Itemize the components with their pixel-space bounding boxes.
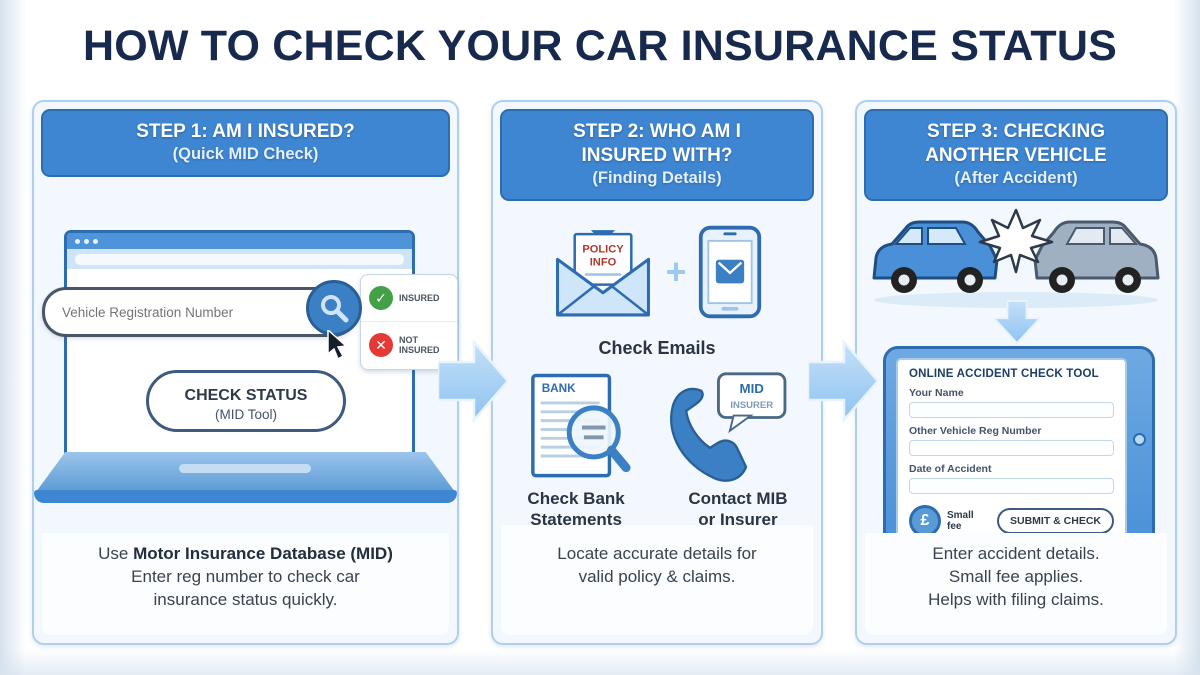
step2-header-title: STEP 2: WHO AM I xyxy=(573,121,741,142)
step1-caption: Use Motor Insurance Database (MID) Enter… xyxy=(42,533,449,635)
step2-header: STEP 2: WHO AM I INSURED WITH? (Finding … xyxy=(500,109,814,201)
car-crash-icon xyxy=(872,208,1160,308)
tablet-device: ONLINE ACCIDENT CHECK TOOL Your Name Oth… xyxy=(883,346,1155,550)
window-dot-icon xyxy=(93,238,98,244)
step2-caption: Locate accurate details for valid policy… xyxy=(501,525,813,635)
page-title: HOW TO CHECK YOUR CAR INSURANCE STATUS xyxy=(82,22,1118,70)
cursor-icon xyxy=(326,328,354,365)
not-insured-label: NOT INSURED xyxy=(399,334,440,355)
browser-titlebar xyxy=(67,233,412,249)
caption-line3: insurance status quickly. xyxy=(153,589,338,609)
flow-arrow-icon xyxy=(438,338,508,424)
field-label-date: Date of Accident xyxy=(909,463,992,475)
down-arrow-icon xyxy=(994,300,1040,344)
flow-arrow-icon xyxy=(808,338,878,424)
laptop-notch xyxy=(179,464,311,473)
step3-header-subtitle: (After Accident) xyxy=(954,168,1078,187)
check-status-label: CHECK STATUS xyxy=(184,387,308,404)
step3-header: STEP 3: CHECKING ANOTHER VEHICLE (After … xyxy=(864,109,1168,201)
tablet-side-button[interactable] xyxy=(1133,433,1146,446)
your-name-input[interactable] xyxy=(909,402,1114,418)
contact-phone-icon: MID INSURER xyxy=(670,372,787,482)
check-emails-label: Check Emails xyxy=(598,338,716,358)
contact-mib-label: Contact MIB or Insurer xyxy=(688,489,788,530)
plus-icon: + xyxy=(665,251,687,292)
field-label-your-name: Your Name xyxy=(909,387,964,399)
check-status-button[interactable]: CHECK STATUS (MID Tool) xyxy=(146,370,346,432)
step1-header-subtitle: (Quick MID Check) xyxy=(172,144,319,163)
small-fee-label: Small fee xyxy=(947,509,974,533)
search-button[interactable] xyxy=(306,280,362,336)
search-input[interactable] xyxy=(60,303,289,321)
browser-addressbar xyxy=(67,249,412,269)
caption-use: Use xyxy=(98,544,134,563)
step3-header-title: STEP 3: CHECKING xyxy=(926,121,1106,142)
not-insured-badge: ✕ NOT INSURED xyxy=(361,321,457,368)
documents-icons-row: BANK MID INSURER xyxy=(493,370,821,486)
form-title: ONLINE ACCIDENT CHECK TOOL xyxy=(909,368,1099,380)
step1-panel: STEP 1: AM I INSURED? (Quick MID Check) xyxy=(32,100,459,645)
insured-badge: ✓ INSURED xyxy=(361,275,457,321)
documents-captions-row: Check Bank Statements Contact MIB or Ins… xyxy=(493,488,821,531)
mid-bubble-label: MID xyxy=(740,381,765,396)
step2-header-subtitle: (Finding Details) xyxy=(592,168,722,187)
search-icon xyxy=(321,295,349,323)
bank-statement-icon: BANK xyxy=(531,373,631,478)
check-circle-icon: ✓ xyxy=(369,286,393,310)
field-label-other-vehicle: Other Vehicle Reg Number xyxy=(909,425,1042,437)
cross-circle-icon: ✕ xyxy=(369,333,393,357)
other-vehicle-reg-input[interactable] xyxy=(909,440,1114,456)
check-bank-label: Check Bank Statements xyxy=(527,489,625,530)
bank-label: BANK xyxy=(542,382,576,395)
window-dot-icon xyxy=(84,238,89,244)
step1-header: STEP 1: AM I INSURED? (Quick MID Check) xyxy=(41,109,450,178)
window-dot-icon xyxy=(75,238,80,244)
step3-header-title2: ANOTHER VEHICLE xyxy=(925,144,1107,166)
info-label: INFO xyxy=(590,256,617,268)
step1-header-title: STEP 1: AM I INSURED? xyxy=(136,121,355,142)
step3-caption: Enter accident details. Small fee applie… xyxy=(865,533,1167,635)
policy-label: POLICY xyxy=(583,243,625,255)
status-card: ✓ INSURED ✕ NOT INSURED xyxy=(360,274,458,370)
accident-check-form: ONLINE ACCIDENT CHECK TOOL Your Name Oth… xyxy=(896,358,1127,538)
insured-label: INSURED xyxy=(399,292,440,303)
address-field xyxy=(75,253,404,265)
caption-line2: Enter reg number to check car xyxy=(131,566,360,586)
submit-check-button[interactable]: SUBMIT & CHECK xyxy=(997,508,1114,534)
phone-email-icon xyxy=(698,225,761,319)
caption-mid-bold: Motor Insurance Database (MID) xyxy=(133,544,393,563)
email-icons-row: POLICY INFO + xyxy=(493,224,821,320)
mid-tool-label: (MID Tool) xyxy=(214,407,277,422)
step2-panel: STEP 2: WHO AM I INSURED WITH? (Finding … xyxy=(491,100,823,645)
step2-header-title2: INSURED WITH? xyxy=(581,144,733,166)
step3-panel: STEP 3: CHECKING ANOTHER VEHICLE (After … xyxy=(855,100,1177,645)
envelope-icon: POLICY INFO xyxy=(556,230,651,317)
insurer-bubble-label: INSURER xyxy=(730,400,773,411)
date-of-accident-input[interactable] xyxy=(909,478,1114,494)
laptop-bottom-edge xyxy=(34,490,457,503)
